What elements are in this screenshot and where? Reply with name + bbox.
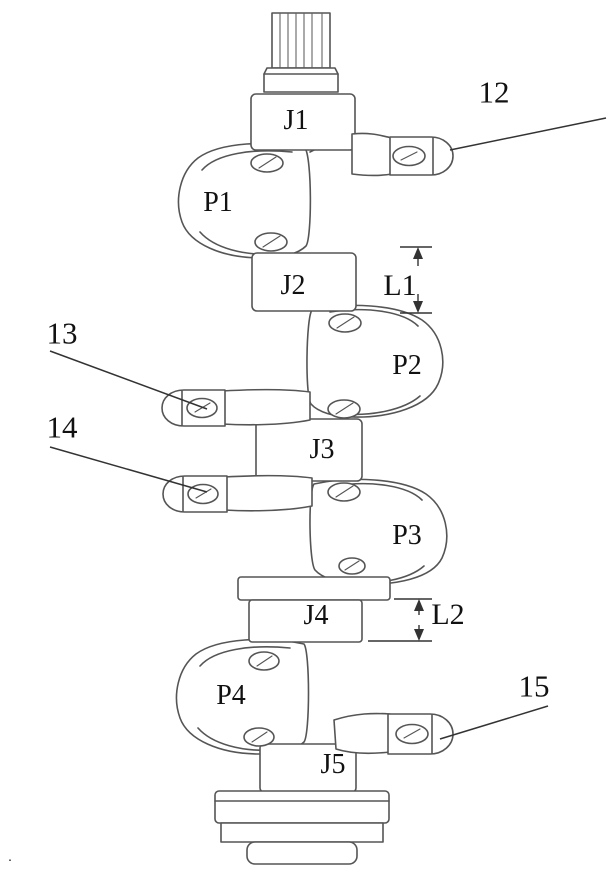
dimension-l1-marks [400,246,432,314]
leader-line-12 [449,117,607,151]
flange-shape [214,790,390,865]
label-ref-12: 12 [478,74,510,110]
label-journal-j1: J1 [283,105,309,136]
counterweight-p3-shape [309,478,448,586]
label-journal-j2: J2 [280,270,306,301]
crank-pin-14-shape [162,474,313,513]
dimension-l2-marks [368,598,432,642]
label-corner-mark: . [8,850,12,865]
label-dimension-l1: L1 [383,269,417,302]
label-journal-j5: J5 [320,749,346,780]
label-journal-j3: J3 [309,434,335,465]
crank-pin-12-shape [351,132,454,177]
label-pin-p2: P2 [392,350,422,381]
label-journal-j4: J4 [303,600,329,631]
label-dimension-l2: L2 [431,598,465,631]
web-boss-ellipses [243,153,366,747]
leader-line-15 [439,705,549,740]
crank-pin-15-shape [333,712,454,755]
leader-lines [49,117,607,740]
label-ref-13: 13 [46,315,78,351]
crank-pin-13-shape [161,388,311,427]
label-ref-15: 15 [518,668,550,704]
shaft-spline-end-shape [263,12,339,93]
journal-j4-shape [237,576,391,643]
leader-line-13 [49,350,208,410]
journal-j1-shape [250,93,356,151]
leader-line-14 [49,446,208,493]
label-pin-p4: P4 [216,680,246,711]
journal-j2-shape [251,252,357,312]
label-pin-p3: P3 [392,520,422,551]
counterweight-p2-shape [306,304,444,418]
counterweight-p4-shape [175,638,310,755]
label-pin-p1: P1 [203,187,233,218]
label-ref-14: 14 [46,409,78,445]
